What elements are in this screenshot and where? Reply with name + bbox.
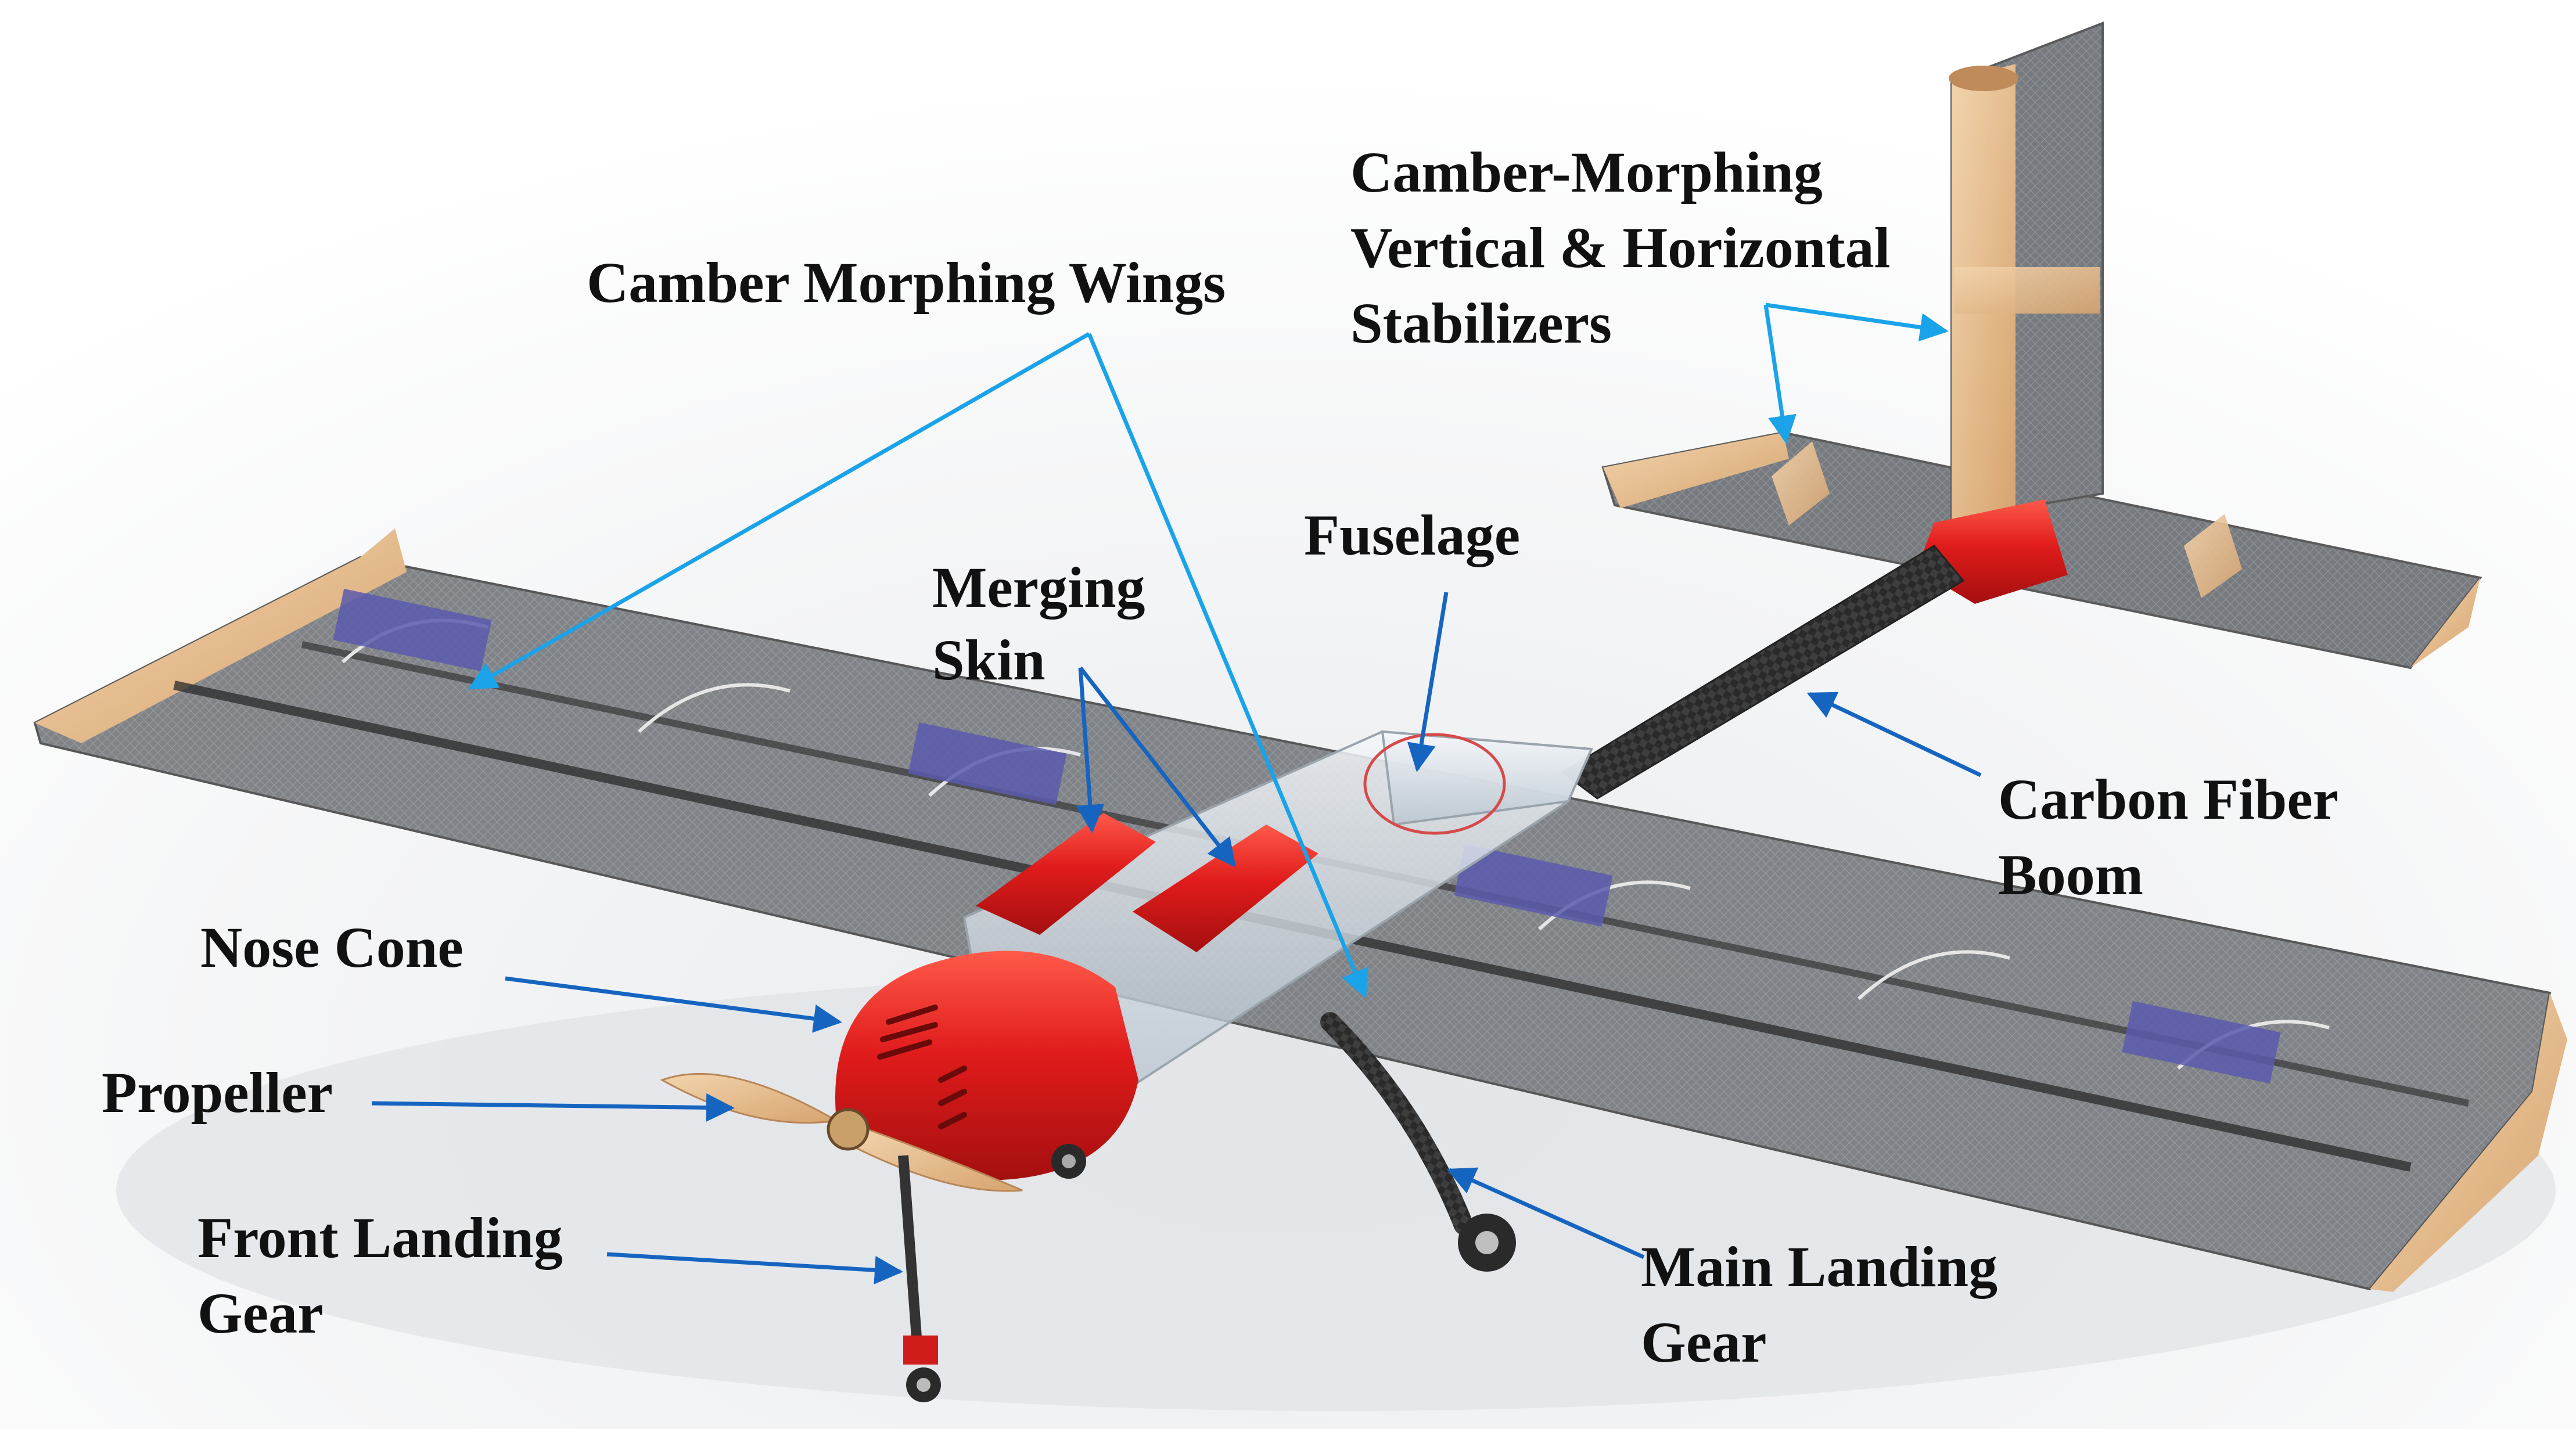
callout-arrow-main-gear (1446, 1167, 1645, 1259)
label-main-gear-line1: Main Landing (1641, 1234, 1997, 1299)
callout-arrow-nose-cone (505, 976, 842, 1033)
callout-arrow-front-gear (606, 1252, 903, 1284)
label-propeller: Propeller (102, 1060, 333, 1125)
callout-arrow-merging-skin-right (1079, 666, 1237, 868)
merging-skin-right (1133, 825, 1318, 952)
callout-arrow-fuselage (1407, 592, 1449, 772)
label-stabilizers-line1: Camber-Morphing (1350, 140, 1823, 204)
callout-lines (371, 303, 1982, 1284)
callout-arrow-stabilizer-horizontal (1763, 304, 1797, 444)
label-carbon-boom-line2: Boom (1998, 843, 2143, 907)
label-fuselage: Fuselage (1304, 503, 1520, 567)
callout-arrow-propeller (371, 1093, 735, 1122)
label-front-gear-line2: Gear (197, 1281, 324, 1345)
label-nose-cone: Nose Cone (200, 915, 464, 980)
callout-arrow-camber-wings-right (1087, 333, 1368, 999)
label-stabilizers-line2: Vertical & Horizontal (1350, 215, 1890, 280)
front-landing-gear (898, 1155, 941, 1402)
callout-arrow-merging-skin-left (1076, 667, 1105, 833)
callout-arrow-stabilizer-vertical (1765, 303, 1949, 341)
carbon-fiber-boom (1561, 545, 1965, 800)
label-front-gear-line1: Front Landing (197, 1205, 563, 1270)
label-carbon-boom-line1: Carbon Fiber (1998, 767, 2338, 832)
label-camber-wings: Camber Morphing Wings (587, 250, 1226, 315)
merging-skin-left (976, 813, 1156, 935)
label-merging-skin-line2: Skin (932, 628, 1046, 692)
main-landing-gear (1320, 1012, 1516, 1272)
nose-cone (835, 951, 1138, 1180)
callout-arrow-carbon-boom (1806, 692, 1982, 778)
rear-fuselage-wheel (1051, 1144, 1086, 1179)
label-merging-skin-line1: Merging (932, 555, 1145, 620)
callout-arrow-camber-wings-left (468, 332, 1090, 690)
label-main-gear-line2: Gear (1641, 1310, 1767, 1374)
vertical-stabilizer (1949, 21, 2104, 521)
label-stabilizers-line3: Stabilizers (1350, 291, 1612, 355)
